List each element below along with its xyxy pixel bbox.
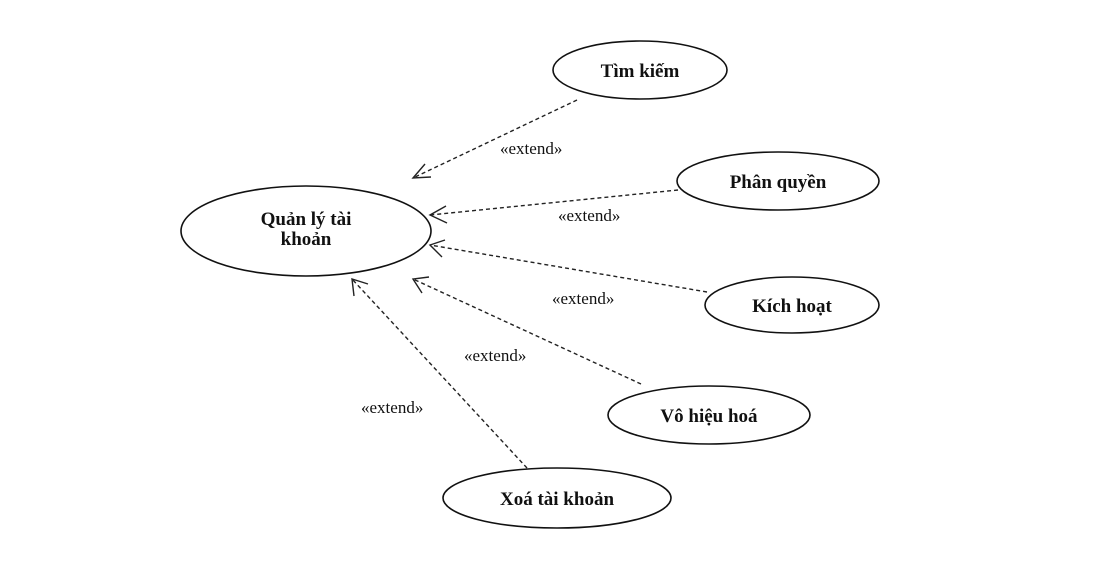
use-case-label: Phân quyền (730, 172, 827, 193)
use-case-label-line-2: khoản (281, 229, 332, 250)
relation-label: «extend» (361, 398, 423, 417)
use-case-label: Tìm kiếm (601, 61, 680, 82)
use-case-activate[interactable]: Kích hoạt (704, 276, 880, 334)
relation-activate-extend: «extend» (428, 239, 708, 308)
relation-label: «extend» (464, 346, 526, 365)
relation-permission-extend: «extend» (428, 189, 679, 225)
relation-delete-extend: «extend» (351, 278, 528, 469)
use-case-label: Kích hoạt (752, 296, 832, 317)
relation-search-extend: «extend» (411, 99, 578, 179)
relation-label: «extend» (552, 289, 614, 308)
use-case-label: Vô hiệu hoá (660, 406, 758, 427)
use-case-search[interactable]: Tìm kiếm (552, 40, 728, 100)
relation-label: «extend» (500, 139, 562, 158)
use-case-label-line-1: Quản lý tài (261, 209, 352, 230)
use-case-delete[interactable]: Xoá tài khoản (442, 467, 672, 529)
use-case-account-management[interactable]: Quản lý tài khoản (180, 185, 432, 277)
use-case-label: Xoá tài khoản (500, 489, 614, 510)
relation-label: «extend» (558, 206, 620, 225)
use-case-permission[interactable]: Phân quyền (676, 151, 880, 211)
relation-deactivate-extend: «extend» (411, 276, 642, 385)
use-case-deactivate[interactable]: Vô hiệu hoá (607, 385, 811, 445)
